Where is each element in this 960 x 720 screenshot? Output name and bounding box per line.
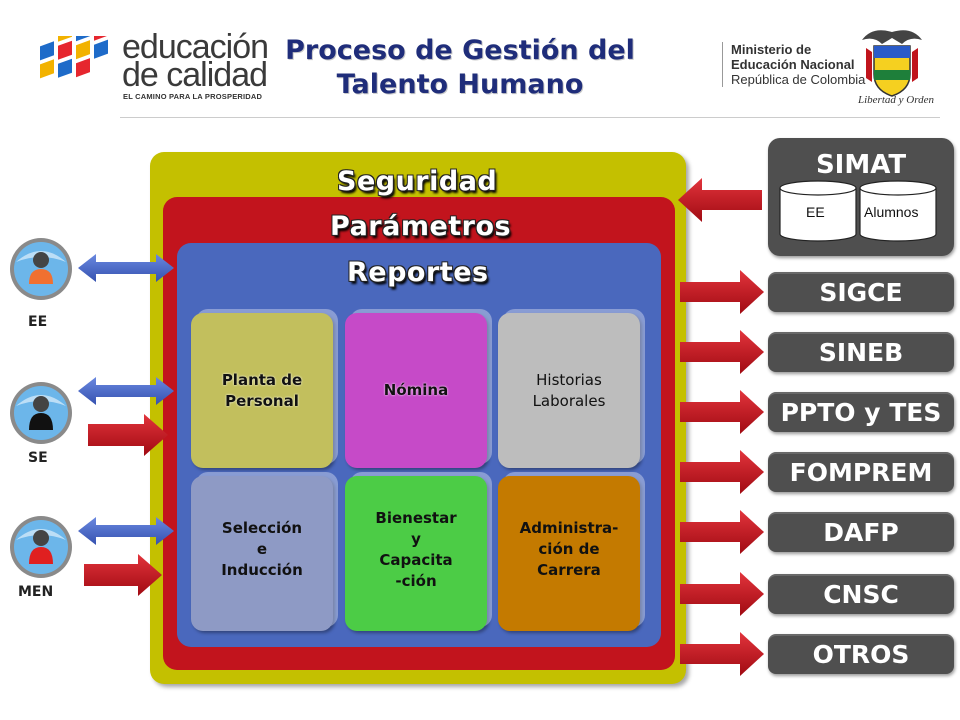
system-simat[interactable]: SIMAT EE Alumnos	[768, 138, 954, 256]
ministry-name: Ministerio de Educación Nacional Repúbli…	[722, 42, 865, 87]
ministry-line2: Educación Nacional	[731, 57, 855, 72]
cubes-logo-icon	[40, 36, 108, 79]
module-label: Historias	[536, 370, 602, 389]
arrow-right-icon	[680, 632, 764, 676]
database-icons	[779, 180, 937, 242]
motto-text: Libertad y Orden	[858, 94, 934, 106]
arrow-right-icon	[680, 270, 764, 314]
system-simat-title: SIMAT	[815, 150, 907, 180]
parametros-title: Parámetros	[330, 211, 512, 242]
reportes-title: Reportes	[347, 257, 489, 288]
ministry-line1: Ministerio de	[731, 42, 812, 57]
database-ee-label: EE	[806, 204, 825, 220]
arrow-right-icon	[680, 510, 764, 554]
database-ee-icon	[779, 180, 857, 242]
person-icon[interactable]	[8, 236, 74, 302]
module-label: Inducción	[221, 561, 303, 579]
module-bienestar-y-capacitacion[interactable]: Bienestar y Capacita -ción	[345, 476, 487, 631]
module-label: Carrera	[537, 561, 601, 579]
arrow-right-icon	[680, 572, 764, 616]
database-alumnos-icon	[859, 180, 937, 242]
module-seleccion-e-induccion[interactable]: Selección e Inducción	[191, 476, 333, 631]
system-sineb[interactable]: SINEB	[768, 332, 954, 372]
seguridad-title: Seguridad	[337, 166, 498, 197]
page-title-line1: Proceso de Gestión del	[285, 35, 635, 66]
system-otros[interactable]: OTROS	[768, 634, 954, 674]
page-title: Proceso de Gestión del Talento Humano	[270, 34, 650, 102]
system-ppto-y-tes[interactable]: PPTO y TES	[768, 392, 954, 432]
module-label: Selección	[221, 519, 303, 537]
module-label: Nómina	[383, 381, 449, 399]
module-label: e	[256, 540, 268, 558]
header-divider	[120, 117, 940, 118]
arrow-right-icon	[680, 390, 764, 434]
module-planta-de-personal[interactable]: Planta de Personal	[191, 313, 333, 468]
person-icon[interactable]	[8, 380, 74, 446]
module-label: Personal	[225, 391, 299, 410]
module-label: Planta de	[221, 370, 303, 389]
actor-label-men: MEN	[18, 584, 54, 600]
system-fomprem[interactable]: FOMPREM	[768, 452, 954, 492]
module-historias-laborales[interactable]: Historias Laborales	[498, 313, 640, 468]
module-label: Bienestar	[375, 509, 457, 527]
module-label: -ción	[395, 572, 437, 590]
module-administracion-de-carrera[interactable]: Administra- ción de Carrera	[498, 476, 640, 631]
arrow-left-icon	[678, 178, 762, 222]
system-sigce[interactable]: SIGCE	[768, 272, 954, 312]
actor-label-se: SE	[28, 450, 48, 466]
module-label: Capacita	[379, 551, 453, 569]
coat-of-arms-icon	[862, 30, 922, 97]
module-label: Laborales	[532, 391, 606, 410]
system-cnsc[interactable]: CNSC	[768, 574, 954, 614]
database-alumnos-label: Alumnos	[864, 204, 919, 220]
page-title-line2: Talento Humano	[336, 69, 584, 100]
logo-tagline: EL CAMINO PARA LA PROSPERIDAD	[123, 92, 263, 101]
actor-label-ee: EE	[28, 314, 48, 330]
logo-text-de-calidad: de calidad	[122, 56, 268, 94]
module-label: y	[411, 530, 421, 548]
person-icon[interactable]	[8, 514, 74, 580]
module-label: Administra-	[519, 519, 619, 537]
module-label: ción de	[538, 540, 600, 558]
ministry-line3: República de Colombia	[731, 72, 866, 87]
system-dafp[interactable]: DAFP	[768, 512, 954, 552]
logo-text-educacion: educación	[122, 28, 269, 66]
module-nomina[interactable]: Nómina	[345, 313, 487, 468]
arrow-right-icon	[680, 330, 764, 374]
arrow-right-icon	[680, 450, 764, 494]
educacion-de-calidad-logo: educación de calidad EL CAMINO PARA LA P…	[30, 28, 270, 101]
